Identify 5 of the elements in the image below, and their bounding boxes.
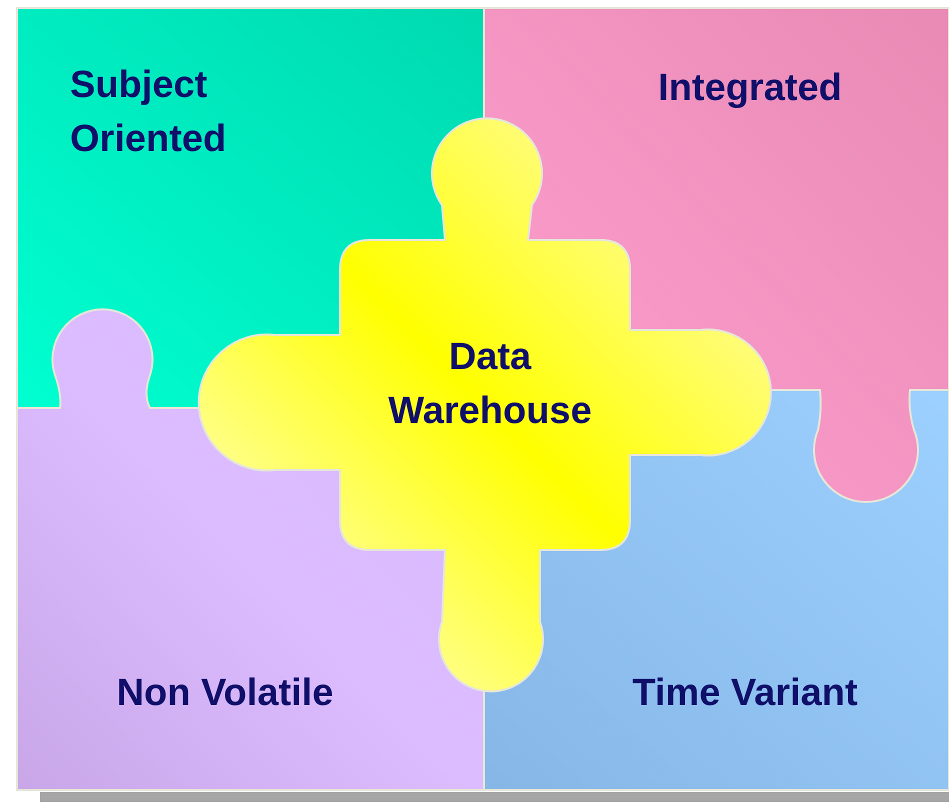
piece-label: Subject Oriented — [70, 63, 228, 162]
piece-label: Integrated — [657, 66, 843, 111]
piece-label: Time Variant — [631, 671, 859, 716]
piece-label: Non Volatile — [116, 671, 334, 716]
piece-label: Data Warehouse — [387, 335, 593, 434]
